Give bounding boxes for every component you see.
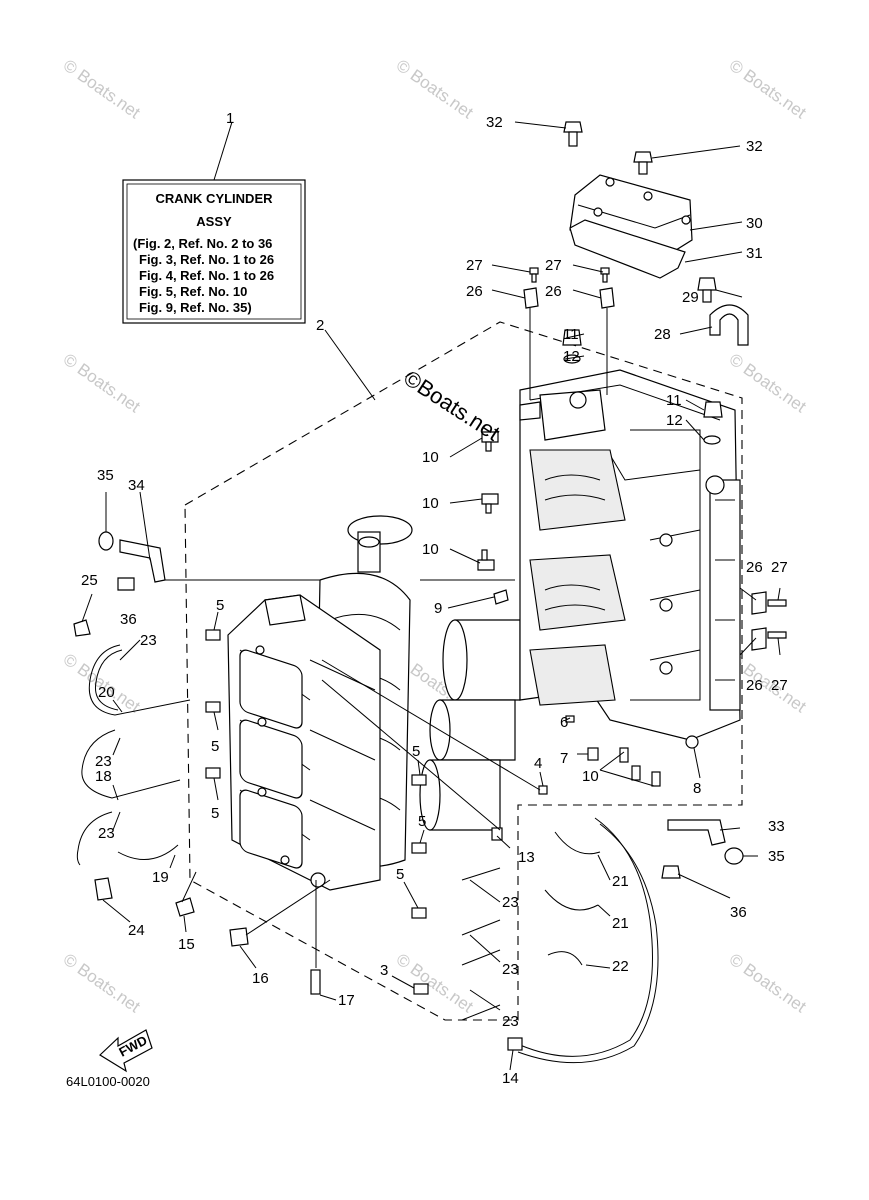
callout: 35 xyxy=(97,467,114,484)
callout: 5 xyxy=(211,738,219,755)
callout: 17 xyxy=(338,992,355,1009)
callout: 11 xyxy=(563,326,579,343)
watermark: © Boats.net xyxy=(726,950,810,1017)
watermark: © Boats.net xyxy=(726,56,810,123)
callout: 11 xyxy=(666,392,682,409)
callout: 23 xyxy=(502,961,519,978)
callout: 15 xyxy=(178,936,195,953)
center-watermark: ©Boats.net xyxy=(399,365,504,445)
callout: 36 xyxy=(120,611,137,628)
hoses xyxy=(76,644,659,1064)
callout: 13 xyxy=(518,849,535,866)
watermark: © Boats.net xyxy=(393,56,477,123)
watermark: © Boats.net xyxy=(60,56,144,123)
callout: 27 xyxy=(545,257,562,274)
callout: 23 xyxy=(95,753,112,770)
watermark: © Boats.net xyxy=(726,350,810,417)
callout: 5 xyxy=(396,866,404,883)
callout: 4 xyxy=(534,755,542,772)
callout: 3 xyxy=(380,962,388,979)
callout: 5 xyxy=(412,743,420,760)
callout: 23 xyxy=(140,632,157,649)
callout: 35 xyxy=(768,848,785,865)
callout: 20 xyxy=(98,684,115,701)
callout: 5 xyxy=(216,597,224,614)
callout: 27 xyxy=(466,257,483,274)
callout: 34 xyxy=(128,477,145,494)
callout: 10 xyxy=(582,768,599,785)
cylinder-block xyxy=(227,594,381,891)
callout: 31 xyxy=(746,245,763,262)
callout: 10 xyxy=(422,541,439,558)
callouts: 1 2 32 32 30 31 27 27 26 26 29 28 11 12 … xyxy=(81,110,788,1087)
crankcase xyxy=(519,369,741,741)
callout: 9 xyxy=(434,600,442,617)
callout: 29 xyxy=(682,289,699,306)
callout: 25 xyxy=(81,572,98,589)
callout: 5 xyxy=(211,805,219,822)
callout: 26 xyxy=(545,283,562,300)
callout: 33 xyxy=(768,818,785,835)
callout: 21 xyxy=(612,915,629,932)
callout: 8 xyxy=(693,780,701,797)
diagram-code: 64L0100-0020 xyxy=(66,1074,150,1089)
callout: 21 xyxy=(612,873,629,890)
callout: 19 xyxy=(152,869,169,886)
watermark: © Boats.net xyxy=(60,950,144,1017)
assy-ref-line: Fig. 3, Ref. No. 1 to 26 xyxy=(139,252,274,267)
callout: 1 xyxy=(226,110,234,127)
small-parts xyxy=(73,121,787,995)
callout: 26 xyxy=(746,559,763,576)
callout: 28 xyxy=(654,326,671,343)
callout: 2 xyxy=(316,317,324,334)
assembly-boundary xyxy=(184,321,743,1021)
callout: 5 xyxy=(418,813,426,830)
callout: 10 xyxy=(422,495,439,512)
assy-subtitle: ASSY xyxy=(196,214,232,229)
callout: 12 xyxy=(666,412,683,429)
assy-ref-line: (Fig. 2, Ref. No. 2 to 36 xyxy=(133,236,272,251)
callout: 30 xyxy=(746,215,763,232)
callout: 26 xyxy=(466,283,483,300)
callout: 27 xyxy=(771,559,788,576)
callout: 23 xyxy=(98,825,115,842)
callout: 32 xyxy=(746,138,763,155)
callout: 22 xyxy=(612,958,629,975)
callout: 26 xyxy=(746,677,763,694)
callout: 23 xyxy=(502,1013,519,1030)
assy-reference-box: CRANK CYLINDER ASSY (Fig. 2, Ref. No. 2 … xyxy=(122,179,306,324)
callout: 27 xyxy=(771,677,788,694)
watermark: © Boats.net xyxy=(60,350,144,417)
callout: 16 xyxy=(252,970,269,987)
callout: 32 xyxy=(486,114,503,131)
callout: 6 xyxy=(560,714,568,731)
assy-ref-line: Fig. 5, Ref. No. 10 xyxy=(139,284,247,299)
callout: 24 xyxy=(128,922,145,939)
callout: 23 xyxy=(502,894,519,911)
assy-ref-line: Fig. 9, Ref. No. 35) xyxy=(139,300,252,315)
leader-lines xyxy=(81,121,781,1071)
head-cover xyxy=(569,174,693,279)
fwd-arrow: FWD xyxy=(99,1029,153,1073)
callout: 18 xyxy=(95,768,112,785)
callout: 12 xyxy=(563,348,580,365)
callout: 10 xyxy=(422,449,439,466)
callout: 7 xyxy=(560,750,568,767)
assy-title: CRANK CYLINDER xyxy=(156,191,274,206)
callout: 14 xyxy=(502,1070,519,1087)
assy-ref-line: Fig. 4, Ref. No. 1 to 26 xyxy=(139,268,274,283)
callout: 36 xyxy=(730,904,747,921)
